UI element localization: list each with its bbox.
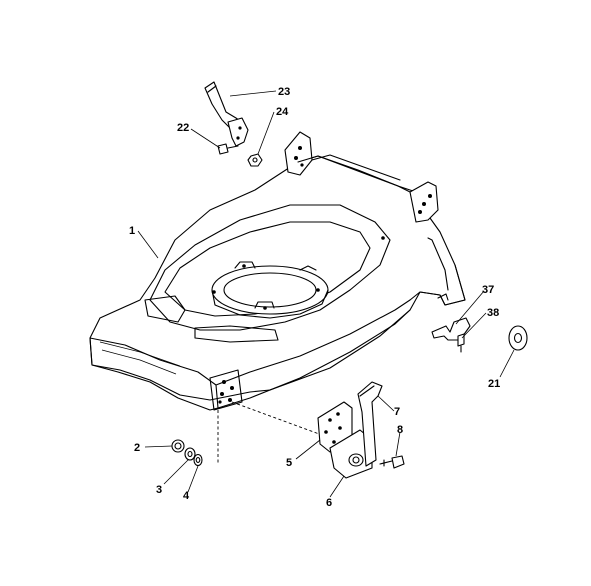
callout-3: 3 [156,484,162,496]
bolt-22 [217,143,239,155]
mower-deck [89,131,466,411]
leader-3 [163,459,189,485]
lever-7 [357,381,383,467]
washer-4 [193,453,203,467]
leader-1 [137,230,159,259]
callout-38: 38 [487,307,499,319]
clip-37 [431,317,471,341]
callout-1: 1 [129,225,135,237]
height-adjust-lever [204,81,249,147]
callout-7: 7 [394,406,400,418]
leader-5 [295,439,321,460]
callout-2: 2 [134,442,140,454]
washer-3 [184,447,196,461]
callout-labels: 1 2 3 4 5 6 7 8 21 22 23 24 37 38 [129,86,500,509]
callout-6: 6 [326,497,332,509]
leader-lines [137,90,515,498]
spacer-2 [171,439,185,453]
bolt-8 [379,455,405,469]
leader-21 [499,349,515,378]
callout-22: 22 [177,122,189,134]
callout-21: 21 [488,378,500,390]
callout-4: 4 [183,490,190,502]
nut-24 [247,153,263,167]
leader-37 [455,290,485,325]
leader-6 [329,475,345,498]
leader-22 [190,128,221,149]
callout-24: 24 [276,106,289,118]
washer-21 [508,325,528,351]
callout-23: 23 [278,86,290,98]
leader-2 [144,445,173,448]
axle-plate-6 [329,429,373,479]
leader-8 [395,431,401,457]
callout-8: 8 [397,424,403,436]
callout-37: 37 [482,284,494,296]
leader-38 [461,312,487,339]
leader-23 [229,90,277,97]
assembly-line [217,401,331,465]
callout-5: 5 [286,457,292,469]
leader-7 [377,395,395,412]
leader-24 [257,111,275,155]
leader-4 [187,465,199,493]
